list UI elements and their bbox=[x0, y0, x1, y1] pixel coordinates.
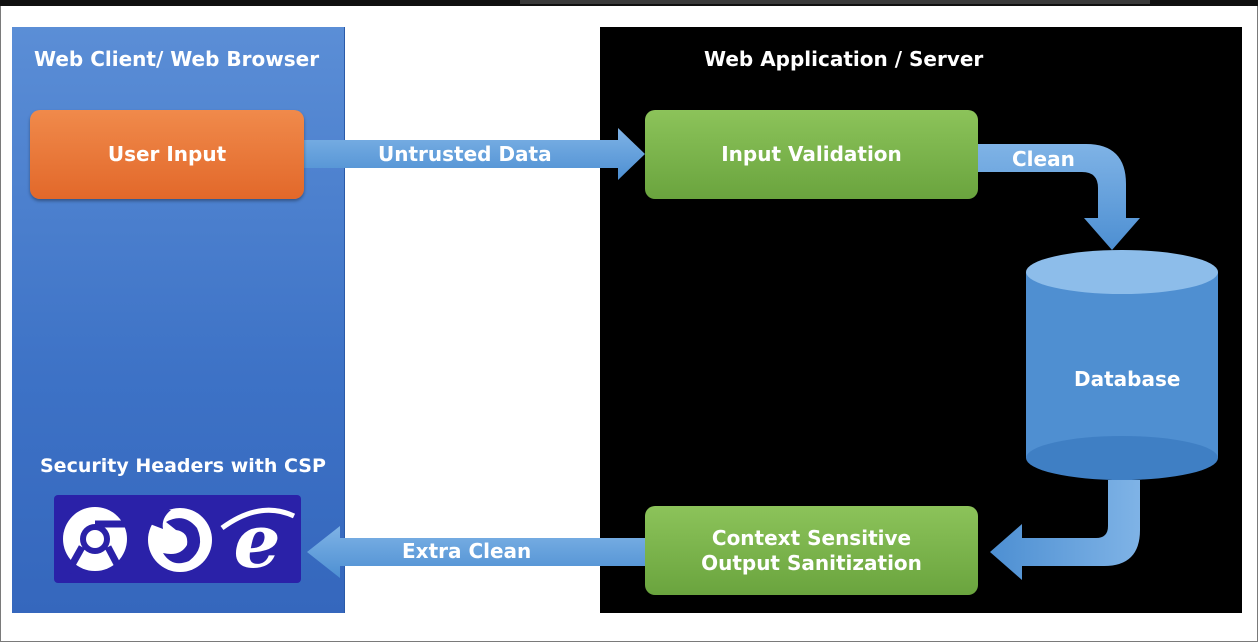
output-sanitization-node: Context Sensitive Output Sanitization bbox=[645, 506, 978, 595]
internet-explorer-icon: e bbox=[220, 499, 296, 585]
chrome-icon bbox=[63, 507, 127, 574]
input-validation-label: Input Validation bbox=[721, 142, 902, 166]
firefox-icon bbox=[148, 508, 212, 572]
output-sanitization-label-line2: Output Sanitization bbox=[701, 550, 922, 575]
user-input-node: User Input bbox=[30, 110, 304, 199]
untrusted-data-arrow bbox=[304, 128, 645, 180]
clean-arrow bbox=[978, 144, 1140, 250]
extra-clean-label: Extra Clean bbox=[402, 539, 532, 563]
web-server-title: Web Application / Server bbox=[704, 47, 984, 71]
extra-clean-arrow bbox=[307, 526, 645, 578]
web-client-title: Web Client/ Web Browser bbox=[34, 47, 320, 71]
database-output-arrow bbox=[990, 480, 1140, 580]
security-headers-label: Security Headers with CSP bbox=[40, 455, 326, 477]
database-label: Database bbox=[1074, 367, 1181, 391]
top-border-accent bbox=[520, 0, 1150, 4]
output-sanitization-label-line1: Context Sensitive bbox=[711, 525, 912, 550]
input-validation-node: Input Validation bbox=[645, 110, 978, 199]
database-cylinder bbox=[1026, 250, 1218, 480]
untrusted-data-label: Untrusted Data bbox=[378, 142, 552, 166]
user-input-label: User Input bbox=[107, 142, 227, 166]
clean-label: Clean bbox=[1012, 147, 1075, 171]
